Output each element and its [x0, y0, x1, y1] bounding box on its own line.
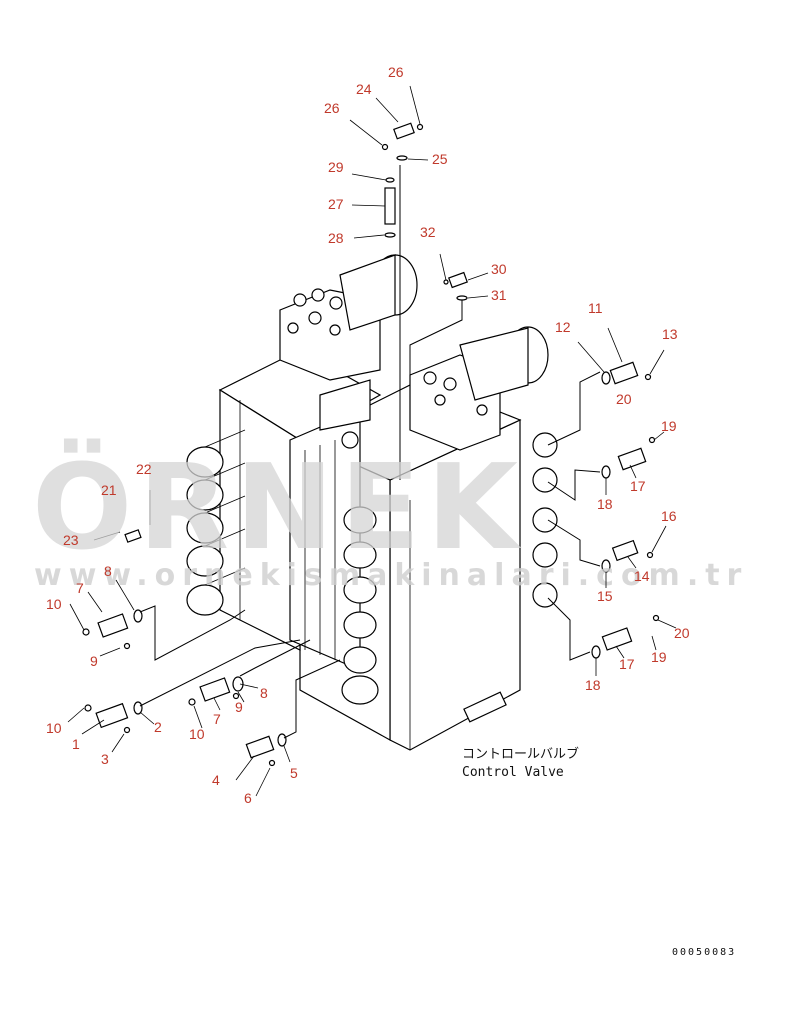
callout-17-upper: 17	[630, 478, 646, 494]
callout-8-upper: 8	[104, 563, 112, 579]
diagram-caption: コントロールバルブ Control Valve	[462, 746, 579, 780]
callout-4: 4	[212, 772, 220, 788]
callout-labels: 26 24 26 25 29 27 28 32 30 31 12 11 13 2…	[46, 64, 690, 806]
callout-7-upper: 7	[76, 580, 84, 596]
pilot-head-lower	[409, 326, 549, 451]
callout-10-lower: 10	[189, 726, 205, 742]
callout-9-lower: 9	[235, 699, 243, 715]
callout-14: 14	[634, 568, 650, 584]
callout-7-lower: 7	[213, 711, 221, 727]
callout-13: 13	[662, 326, 678, 342]
callout-22: 22	[136, 461, 152, 477]
callout-20-upper: 20	[616, 391, 632, 407]
callout-19-upper: 19	[661, 418, 677, 434]
callout-10-left: 10	[46, 720, 62, 736]
callout-2: 2	[154, 719, 162, 735]
watermark: ÖRNEK www.ornekismakinalari.com.tr	[32, 438, 748, 593]
callout-15: 15	[597, 588, 613, 604]
callout-9-upper: 9	[90, 653, 98, 669]
watermark-url: www.ornekismakinalari.com.tr	[34, 558, 748, 593]
caption-japanese: コントロールバルブ	[462, 746, 579, 762]
top-fitting-stack	[381, 122, 468, 480]
callout-6: 6	[244, 790, 252, 806]
callout-8-lower: 8	[260, 685, 268, 701]
left-fittings	[82, 490, 341, 767]
callout-28: 28	[328, 230, 344, 246]
callout-1: 1	[72, 736, 80, 752]
callout-3: 3	[101, 751, 109, 767]
watermark-brand: ÖRNEK	[32, 438, 524, 576]
callout-10-upper: 10	[46, 596, 62, 612]
caption-english: Control Valve	[462, 765, 564, 780]
callout-18-upper: 18	[597, 496, 613, 512]
callout-26-top: 26	[388, 64, 404, 80]
callout-23: 23	[63, 532, 79, 548]
callout-21: 21	[101, 482, 117, 498]
callout-29: 29	[328, 159, 344, 175]
pilot-head-upper	[279, 254, 418, 449]
callout-18-lower: 18	[585, 677, 601, 693]
callout-25: 25	[432, 151, 448, 167]
callout-19-lower: 19	[651, 649, 667, 665]
callout-31: 31	[491, 287, 507, 303]
document-number: 00050083	[672, 947, 736, 958]
callout-24: 24	[356, 81, 372, 97]
leader-lines	[67, 85, 677, 797]
callout-11: 11	[588, 300, 603, 316]
callout-26: 26	[324, 100, 340, 116]
right-fittings	[547, 361, 660, 661]
callout-12: 12	[555, 319, 571, 335]
callout-27: 27	[328, 196, 344, 212]
callout-5: 5	[290, 765, 298, 781]
callout-30: 30	[491, 261, 507, 277]
callout-16: 16	[661, 508, 677, 524]
callout-17-lower: 17	[619, 656, 635, 672]
callout-32: 32	[420, 224, 436, 240]
callout-20-lower: 20	[674, 625, 690, 641]
